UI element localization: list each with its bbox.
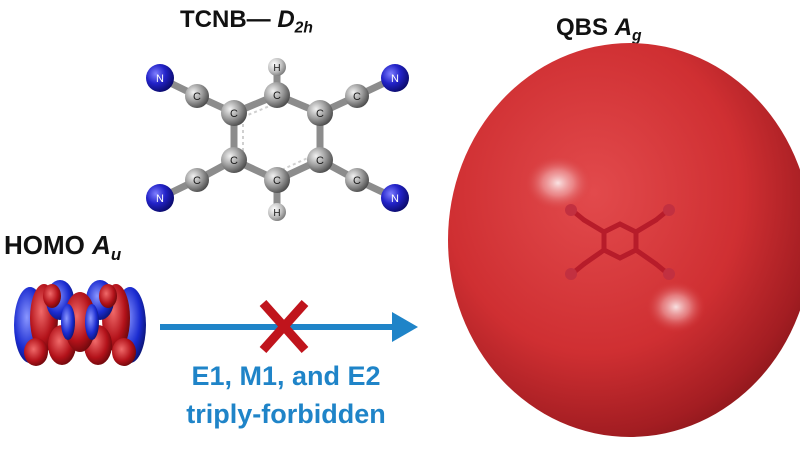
atom-label: H [273, 208, 280, 219]
nitrogen-atom [146, 64, 174, 92]
cross-icon [259, 300, 309, 353]
molecule-title: TCNB— D2h [180, 6, 313, 37]
carbon-atom [185, 84, 209, 108]
homo-orbital [14, 280, 146, 366]
atom-label: C [353, 175, 361, 187]
atom-label: N [391, 73, 399, 85]
state-title: QBS Ag [556, 14, 642, 45]
orbital-symmetry-sub: u [110, 244, 122, 264]
atom-label: C [230, 108, 238, 120]
atom-label: H [273, 63, 280, 74]
atom-label: N [391, 193, 399, 205]
atom-label: C [316, 108, 324, 120]
atom-label: C [353, 91, 361, 103]
orbital-name: HOMO [4, 230, 85, 260]
carbon-atom [307, 100, 333, 126]
orbital-title: HOMO Au [4, 230, 121, 265]
carbon-atom [221, 147, 247, 173]
carbon-atom [221, 100, 247, 126]
state-name: QBS [556, 14, 609, 41]
nitrogen-atom [381, 64, 409, 92]
atom-label: C [273, 175, 281, 187]
molecule-symmetry-sub: 2h [294, 19, 313, 37]
carbon-atom [307, 147, 333, 173]
carbon-atom [264, 167, 290, 193]
state-symmetry-sub: g [632, 27, 642, 45]
atom-label: C [193, 175, 201, 187]
atom-label: C [316, 155, 324, 167]
atom-label: N [156, 193, 164, 205]
molecule-symmetry: D [277, 6, 295, 33]
atom-label: C [193, 91, 201, 103]
tcnb-molecule: C C C C C C C C C C H H N N N N [146, 58, 409, 221]
hydrogen-atom [268, 203, 286, 221]
atom-label: N [156, 73, 164, 85]
carbon-atom [345, 84, 369, 108]
orbital-symmetry: A [92, 230, 111, 260]
hydrogen-atom [268, 58, 286, 76]
qbs-sphere [448, 43, 800, 437]
atom-label: C [230, 155, 238, 167]
state-symmetry: A [614, 14, 633, 41]
nitrogen-atom [381, 184, 409, 212]
atom-label: C [273, 90, 281, 102]
carbon-atom [345, 168, 369, 192]
transition-note-line2: triply-forbidden [186, 399, 386, 429]
nitrogen-atom [146, 184, 174, 212]
carbon-atom [264, 82, 290, 108]
molecule-charge: — [246, 6, 271, 33]
transition-note-line1: E1, M1, and E2 [191, 361, 381, 391]
carbon-atom [185, 168, 209, 192]
molecule-name: TCNB [180, 6, 247, 33]
